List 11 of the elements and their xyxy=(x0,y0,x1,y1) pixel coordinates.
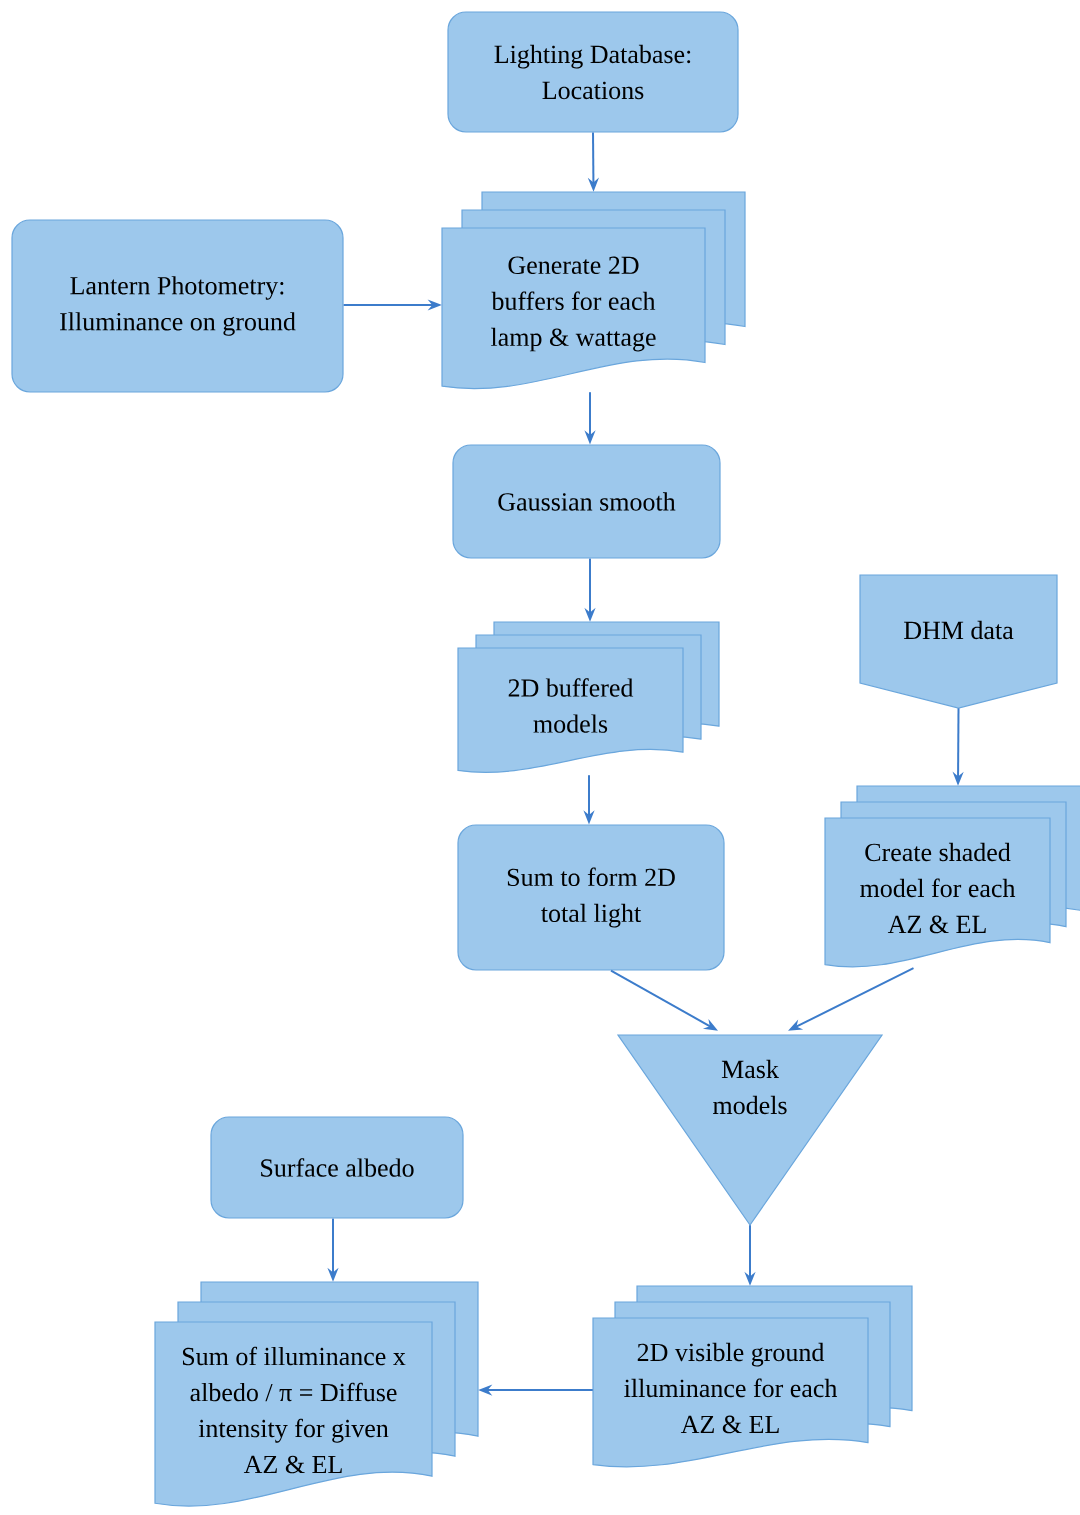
document-stack: 2D visible ground illuminance for each AZ & EL xyxy=(592,1285,913,1468)
document-stack: 2D buffered models xyxy=(457,621,720,773)
process-box: Surface albedo xyxy=(210,1116,464,1219)
process-box: Sum to form 2D total light xyxy=(457,824,725,971)
offpage-connector: DHM data xyxy=(859,574,1058,709)
process-box: Lantern Photometry: Illuminance on ground xyxy=(11,219,344,393)
document-stack: Sum of illuminance x albedo / π = Diffuse intensity for given AZ & EL xyxy=(154,1281,479,1507)
document-stack: Create shaded model for each AZ & EL xyxy=(824,785,1080,968)
document-stack: Generate 2D buffers for each lamp & wattage xyxy=(441,191,746,389)
process-box: Lighting Database: Locations xyxy=(447,11,739,133)
process-box: Gaussian smooth xyxy=(452,444,721,559)
